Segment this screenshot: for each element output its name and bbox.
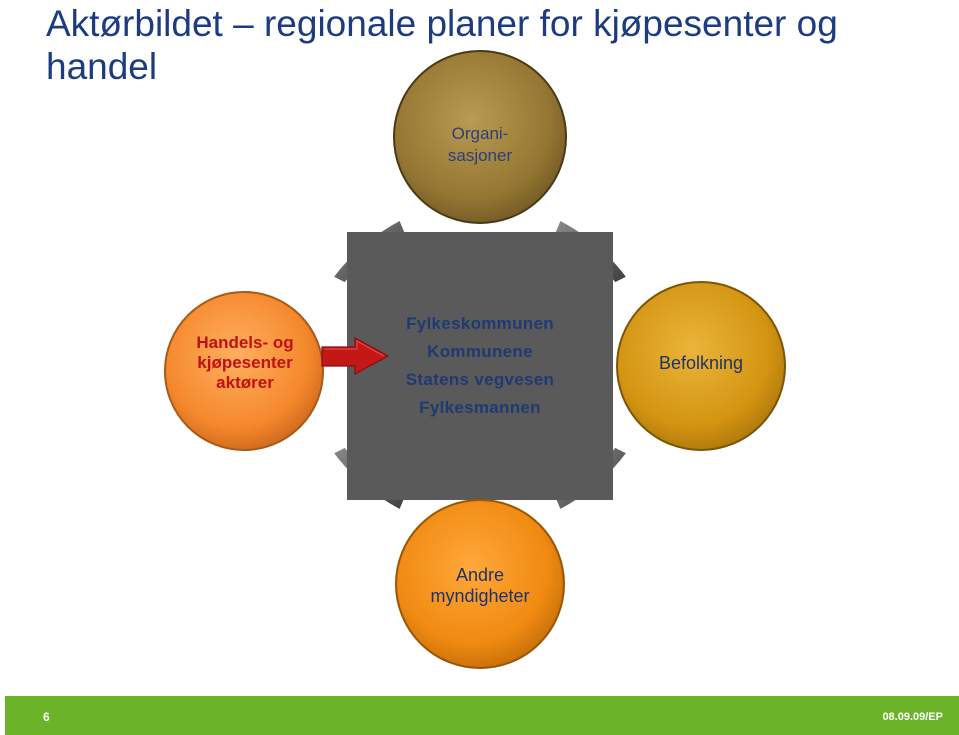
center-item: Fylkeskommunen [406,314,554,333]
center-actor-list: Fylkeskommunen Kommunene Statens vegvese… [360,310,600,422]
center-item: Fylkesmannen [419,398,541,417]
label-line: sasjoner [447,146,513,165]
slide-title: Aktørbildet – regionale planer for kjøpe… [46,3,838,87]
circle-andre [395,499,565,669]
label-line: myndigheter [430,586,530,606]
label-line: Handels- og [196,333,294,352]
center-item: Kommunene [427,342,533,361]
center-square [347,232,613,500]
label-line: kjøpesenter [197,353,293,372]
label-handel: Handels- og kjøpesenter aktører [170,333,320,393]
arrow-icon [321,336,390,376]
circle-organisasjoner [393,50,567,224]
label-organisasjoner: Organi- sasjoner [405,123,555,167]
page-number: 6 [43,710,50,724]
label-andre-myndigheter: Andre myndigheter [400,565,560,607]
circle-handel [164,291,324,451]
circle-befolkning [616,281,786,451]
label-line: Befolkning [658,353,744,373]
label-line: Organi- [451,124,509,143]
footer-reference: 08.09.09/EP [882,711,943,723]
label-befolkning: Befolkning [626,352,776,374]
label-line: Andre [455,565,505,585]
center-item: Statens vegvesen [405,370,555,389]
label-line: aktører [216,373,274,392]
footer-bar: 6 08.09.09/EP [5,696,959,735]
